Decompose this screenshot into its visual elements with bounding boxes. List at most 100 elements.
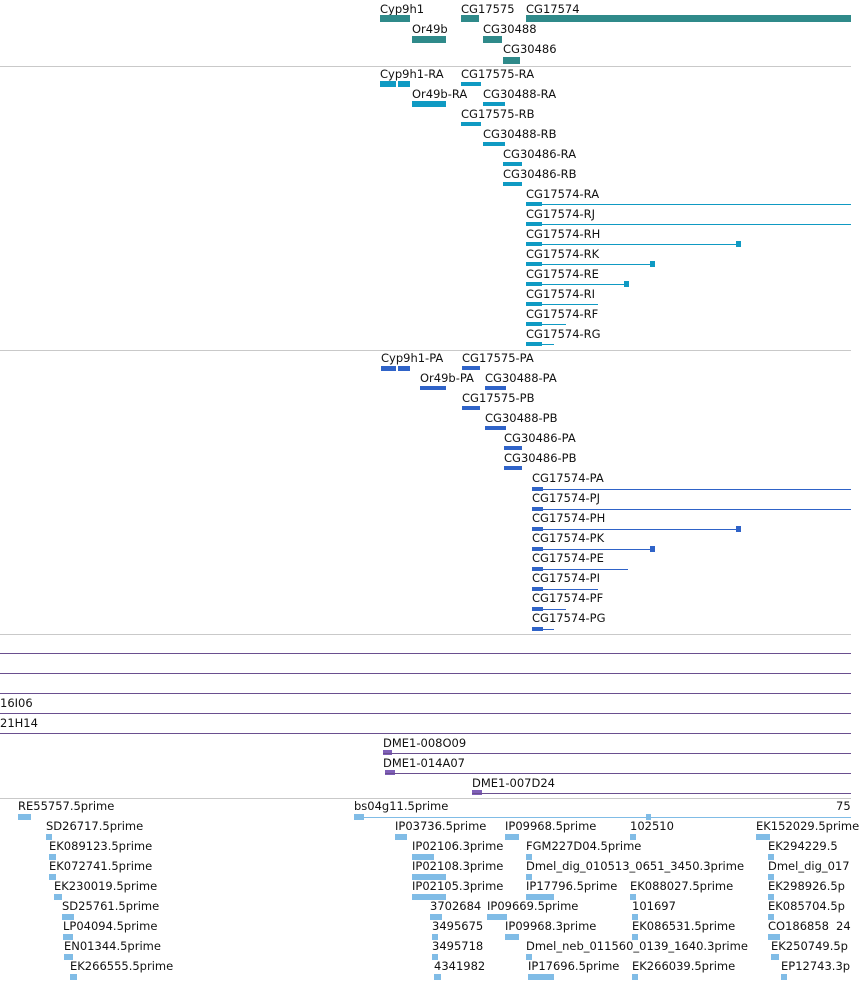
feature-label[interactable]: CG30488-RB (483, 127, 557, 141)
exon-glyph[interactable] (380, 81, 396, 87)
feature-label[interactable]: DME1-014A07 (383, 756, 465, 770)
est-glyph[interactable] (434, 974, 441, 980)
exon-glyph[interactable] (503, 182, 522, 186)
feature-label[interactable]: CG17574-RG (526, 327, 601, 341)
est-glyph[interactable] (646, 814, 651, 820)
feature-label[interactable]: CG30488 (483, 22, 537, 36)
clone-end-marker[interactable] (472, 790, 482, 795)
est-glyph[interactable] (630, 834, 636, 840)
est-glyph[interactable] (526, 854, 532, 860)
feature-label[interactable]: Dmel_neb_011560_0139_1640.3prime (526, 939, 748, 953)
exon-glyph[interactable] (420, 386, 446, 390)
feature-label[interactable]: bs04g11.5prime (354, 799, 449, 813)
est-glyph[interactable] (395, 834, 407, 840)
est-glyph[interactable] (632, 974, 638, 980)
est-glyph[interactable] (49, 874, 56, 880)
feature-label[interactable]: IP02105.3prime (412, 879, 504, 893)
exon-glyph[interactable] (504, 466, 522, 470)
feature-label[interactable]: Or49b-PA (420, 371, 474, 385)
feature-label[interactable]: IP02108.3prime (412, 859, 504, 873)
clone-line[interactable] (0, 713, 851, 714)
feature-label[interactable]: Cyp9h1 (380, 2, 425, 16)
feature-label[interactable]: EK072741.5prime (49, 859, 153, 873)
feature-label[interactable]: CG30488-RA (483, 87, 557, 101)
est-glyph[interactable] (49, 854, 56, 860)
est-glyph[interactable] (781, 974, 787, 980)
feature-label[interactable]: Dmel_dig_010513_0651_3450.3prime (526, 859, 745, 873)
feature-label[interactable]: CG17574-PH (532, 511, 606, 525)
feature-label[interactable]: IP09968.3prime (505, 919, 597, 933)
feature-label[interactable]: CG17574-RA (526, 187, 600, 201)
est-glyph[interactable] (18, 814, 31, 820)
feature-label[interactable]: DME1-008O09 (383, 736, 467, 750)
est-glyph[interactable] (768, 894, 774, 900)
feature-label[interactable]: CG30486-RA (503, 147, 577, 161)
feature-label[interactable]: CG30486-RB (503, 167, 577, 181)
exon-glyph[interactable] (736, 241, 741, 247)
feature-label[interactable]: 3495675 (432, 919, 484, 933)
gene-glyph[interactable] (380, 15, 410, 22)
gene-glyph[interactable] (412, 36, 446, 43)
feature-label[interactable]: CG17574-PF (532, 591, 604, 605)
feature-label[interactable]: Or49b (412, 22, 448, 36)
exon-glyph[interactable] (461, 122, 481, 126)
exon-glyph[interactable] (398, 366, 410, 371)
gene-glyph[interactable] (461, 15, 479, 22)
clone-end-marker[interactable] (385, 770, 395, 775)
feature-label[interactable]: DME1-007D24 (472, 776, 555, 790)
est-glyph[interactable] (768, 914, 774, 920)
exon-glyph[interactable] (462, 406, 480, 410)
feature-label[interactable]: CG17574-PE (532, 551, 604, 565)
est-glyph[interactable] (756, 834, 770, 840)
feature-label[interactable]: CG17574-PG (532, 611, 606, 625)
feature-label[interactable]: EK294229.5 (768, 839, 838, 853)
exon-glyph[interactable] (650, 261, 655, 267)
exon-glyph[interactable] (485, 386, 506, 390)
feature-label[interactable]: IP17696.5prime (528, 959, 620, 973)
clone-line[interactable] (0, 653, 851, 654)
est-glyph[interactable] (46, 834, 52, 840)
feature-label[interactable]: 3495718 (432, 939, 484, 953)
feature-label[interactable]: EK088027.5prime (630, 879, 734, 893)
est-glyph[interactable] (768, 854, 774, 860)
exon-glyph[interactable] (736, 526, 741, 532)
est-glyph[interactable] (432, 954, 438, 960)
exon-glyph[interactable] (483, 142, 505, 146)
feature-label[interactable]: Cyp9h1-PA (381, 351, 444, 365)
gene-glyph[interactable] (483, 36, 502, 43)
feature-label[interactable]: EK250749.5p (771, 939, 848, 953)
feature-label[interactable]: SD25761.5prime (62, 899, 160, 913)
feature-label[interactable]: IP02106.3prime (412, 839, 504, 853)
est-glyph[interactable] (528, 974, 554, 980)
feature-label[interactable]: EP12743.3p (781, 959, 851, 973)
feature-label[interactable]: EK086531.5prime (632, 919, 736, 933)
exon-glyph[interactable] (381, 366, 396, 371)
est-glyph[interactable] (630, 894, 636, 900)
exon-glyph[interactable] (650, 546, 655, 552)
est-glyph[interactable] (526, 954, 532, 960)
est-glyph[interactable] (505, 834, 519, 840)
feature-label[interactable]: CG17574-PI (532, 571, 601, 585)
exon-glyph[interactable] (462, 366, 480, 370)
feature-label[interactable]: CG17575 (461, 2, 515, 16)
est-glyph[interactable] (768, 934, 780, 940)
feature-label[interactable]: SD26717.5prime (46, 819, 144, 833)
clone-line[interactable] (472, 793, 851, 794)
feature-label[interactable]: 101697 (632, 899, 676, 913)
gene-glyph[interactable] (503, 57, 520, 64)
feature-label[interactable]: EK266039.5prime (632, 959, 736, 973)
feature-label[interactable]: CG17574-RE (526, 267, 599, 281)
est-glyph[interactable] (430, 914, 442, 920)
feature-label[interactable]: EK152029.5prime (756, 819, 859, 833)
exon-glyph[interactable] (398, 81, 410, 87)
est-glyph[interactable] (632, 934, 638, 940)
feature-label[interactable]: 16I06 (0, 696, 33, 710)
clone-line[interactable] (0, 693, 851, 694)
est-glyph[interactable] (526, 874, 532, 880)
est-glyph[interactable] (64, 954, 73, 960)
feature-label[interactable]: IP03736.5prime (395, 819, 487, 833)
exon-glyph[interactable] (461, 82, 481, 86)
feature-label[interactable]: EK089123.5prime (49, 839, 153, 853)
feature-label[interactable]: CG17574-RH (526, 227, 601, 241)
clone-line[interactable] (383, 753, 851, 754)
